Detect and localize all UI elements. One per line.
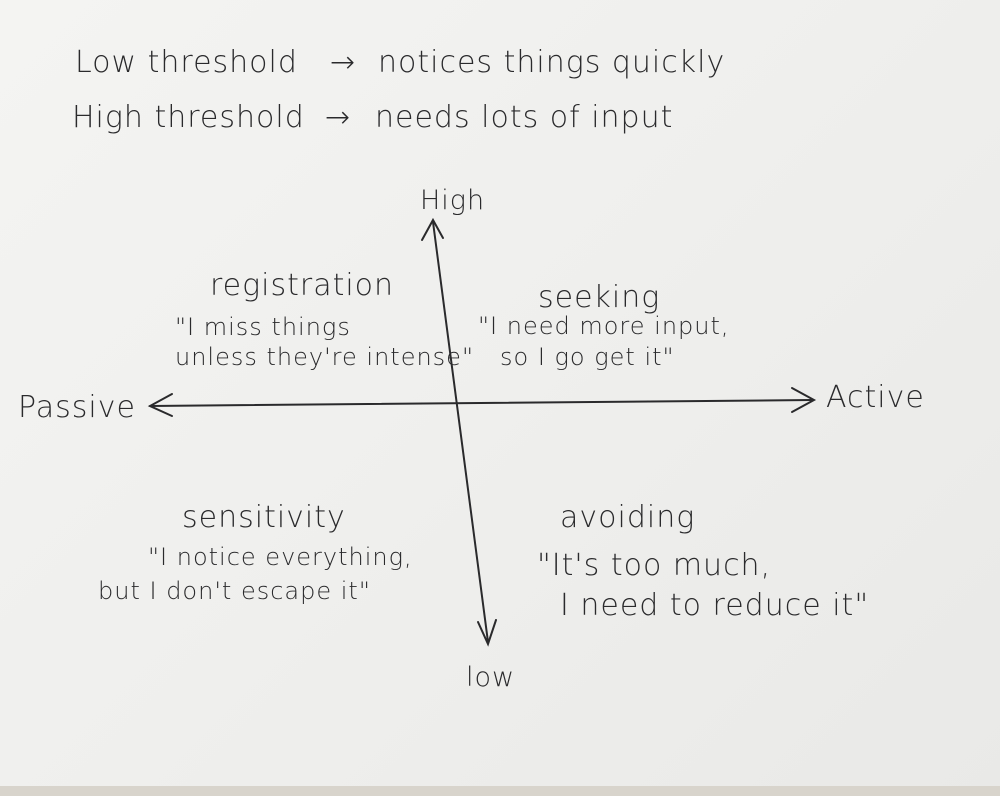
arrow-icon: →: [325, 100, 352, 135]
quadrant-title: registration: [210, 268, 395, 303]
quadrant-quote: "I need more input,: [478, 312, 730, 340]
axis-label-passive: Passive: [18, 390, 136, 425]
quadrant-quote: I need to reduce it": [560, 588, 870, 623]
up-arrow-icon: [421, 217, 444, 241]
quadrant-quote: "I miss things: [175, 313, 351, 341]
axis-label-high: High: [420, 185, 486, 216]
high-threshold-label: High threshold: [72, 100, 305, 135]
quadrant-quote: unless they're intense": [175, 343, 474, 371]
quadrant-title: avoiding: [560, 500, 696, 535]
paper-edge: [0, 786, 1000, 796]
left-arrow-icon: [147, 393, 173, 417]
quadrant-title: seeking: [538, 280, 661, 315]
vertical-axis: [432, 221, 489, 643]
axis-label-active: Active: [826, 380, 925, 415]
quadrant-quote: so I go get it": [500, 343, 675, 371]
quadrant-quote: "I notice everything,: [148, 543, 413, 571]
quadrant-title: sensitivity: [182, 500, 346, 535]
low-threshold-meaning: notices things quickly: [378, 45, 726, 80]
down-arrow-icon: [477, 619, 497, 647]
axis-label-low: low: [466, 662, 516, 693]
high-threshold-meaning: needs lots of input: [375, 100, 674, 135]
quadrant-quote: but I don't escape it": [98, 577, 371, 605]
right-arrow-icon: [791, 387, 817, 413]
arrow-icon: →: [330, 45, 357, 80]
low-threshold-label: Low threshold: [75, 45, 298, 80]
quadrant-quote: "It's too much,: [537, 548, 772, 583]
horizontal-axis: [149, 399, 813, 407]
